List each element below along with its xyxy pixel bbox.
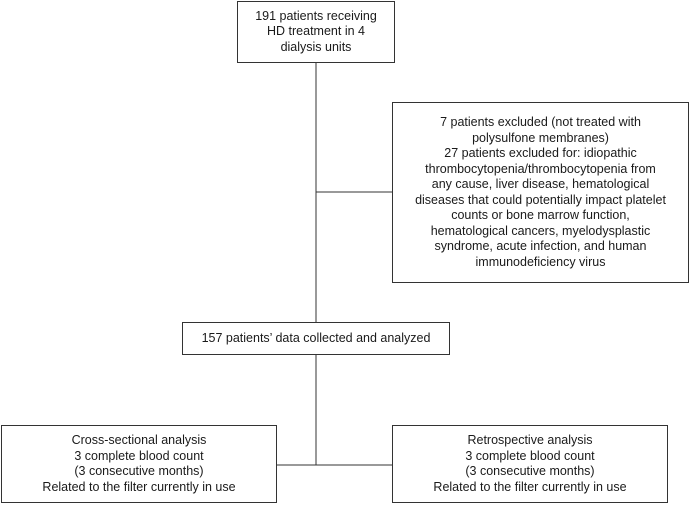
box-line: Related to the filter currently in use [433,479,627,494]
box-line: hematological cancers, myelodysplastic [430,223,651,238]
box-line: 3 complete blood count [465,448,595,463]
box-line: immunodeficiency virus [475,254,606,269]
box-line: HD treatment in 4 [267,24,365,39]
box-line: 7 patients excluded (not treated with [440,115,641,129]
box-line: diseases that could potentially impact p… [415,192,666,207]
box-line: syndrome, acute infection, and human [434,239,647,253]
box-line: 27 patients excluded for: idiopathic [444,146,637,160]
box-line: (3 consecutive months) [465,464,595,478]
box-line: 157 patients’ data collected and analyze… [201,330,431,345]
box-line: counts or bone marrow function, [451,208,630,222]
box-retrospective-analysis: Retrospective analysis 3 complete blood … [392,425,668,503]
box-line: Retrospective analysis [467,433,593,447]
box-cross-sectional-analysis: Cross-sectional analysis 3 complete bloo… [1,425,277,503]
box-line: polysulfone membranes) [472,130,609,145]
box-line: any cause, liver disease, hematological [431,177,650,191]
box-line: 3 complete blood count [74,448,204,463]
box-line: thrombocytopenia/thrombocytopenia from [425,161,656,176]
box-line: dialysis units [280,39,352,54]
box-line: Cross-sectional analysis [71,433,207,447]
box-line: (3 consecutive months) [74,464,204,478]
box-line: Related to the filter currently in use [42,479,236,494]
box-line: 191 patients receiving [255,8,377,23]
box-patients-receiving-hd: 191 patients receiving HD treatment in 4… [237,1,395,63]
box-data-collected: 157 patients’ data collected and analyze… [182,322,450,355]
box-patients-excluded: 7 patients excluded (not treated with po… [392,102,689,283]
